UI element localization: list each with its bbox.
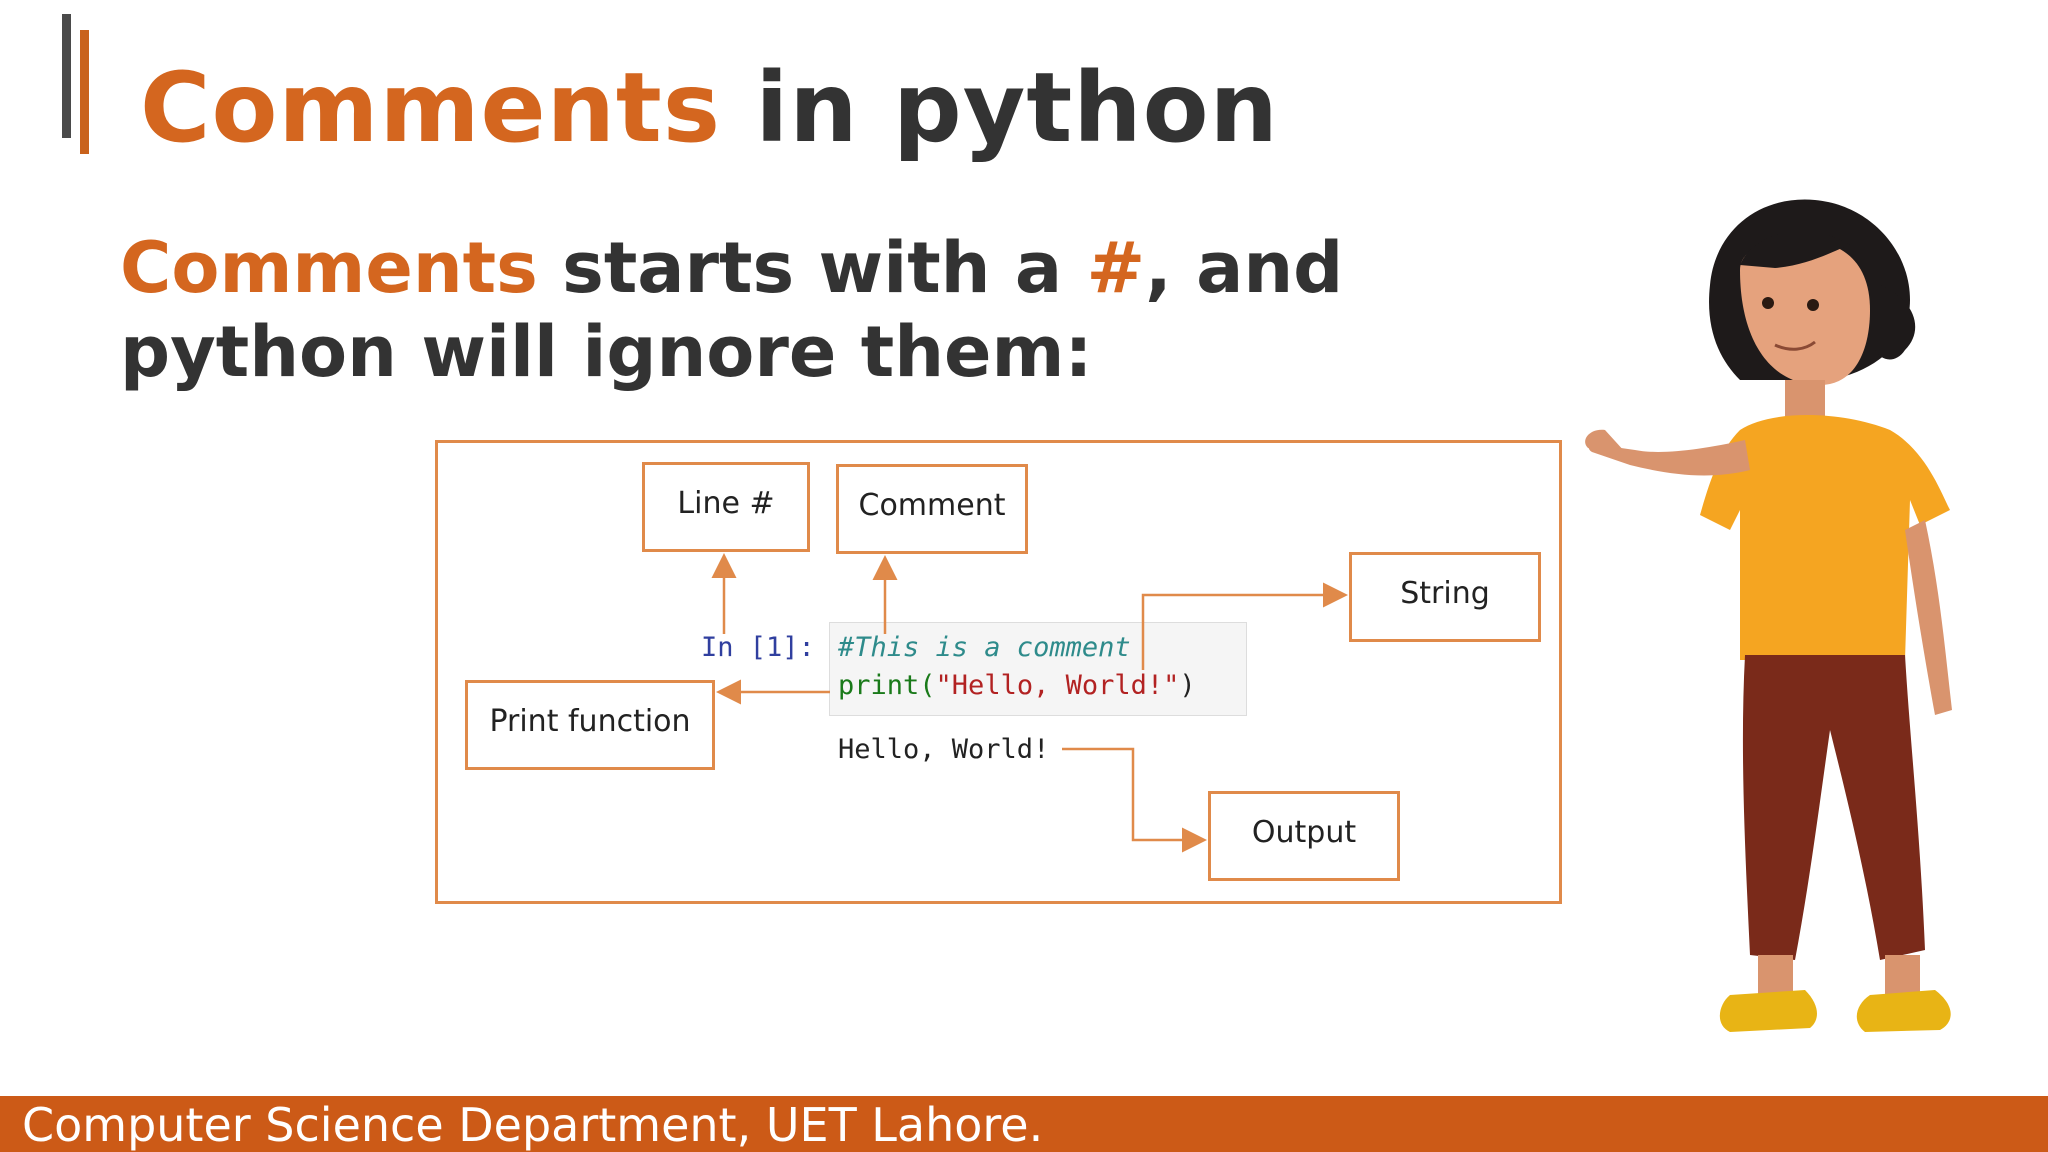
label-print-function: Print function [465,680,715,770]
arrow-to-output [1062,747,1207,853]
code-print-close: ) [1179,670,1196,701]
pointing-arm [1588,440,1750,476]
label-output: Output [1208,791,1400,881]
shirt-shape [1700,415,1950,660]
intro-text-4: , and python will ignore them: [120,227,1344,393]
footer-bar: Computer Science Department, UET Lahore. [0,1096,2048,1152]
label-comment: Comment [836,464,1028,554]
code-comment-line: #This is a comment [838,632,1131,663]
intro-highlight-comments: Comments [120,227,538,309]
arrow-to-string [1141,582,1348,670]
presenter-illustration [1585,199,1952,1032]
intro-highlight-hash: # [1086,227,1146,309]
footer-text: Computer Science Department, UET Lahore. [22,1098,1044,1152]
code-print-line: print("Hello, World!") [838,670,1196,701]
intro-text-2: starts with a [537,227,1087,309]
code-output: Hello, World! [838,734,1050,765]
label-string: String [1349,552,1541,642]
slide-title: Comments in python [140,52,1279,164]
intro-text: Comments starts with a #, and python wil… [120,226,1560,394]
left-shoe [1719,990,1817,1032]
title-accent-bar-orange [80,30,89,154]
code-cell [829,622,1247,716]
code-print-string: "Hello, World!" [935,670,1180,701]
label-line-number: Line # [642,462,810,552]
code-print-fn: print( [838,670,936,701]
title-highlight: Comments [140,52,721,164]
title-accent-bar-grey [62,14,71,138]
right-shoe [1856,990,1951,1032]
pants-shape [1742,655,1925,960]
diagram-frame [435,440,1562,904]
code-prompt: In [1]: [701,632,815,663]
title-rest: in python [720,52,1279,164]
face-shape [1740,240,1870,385]
